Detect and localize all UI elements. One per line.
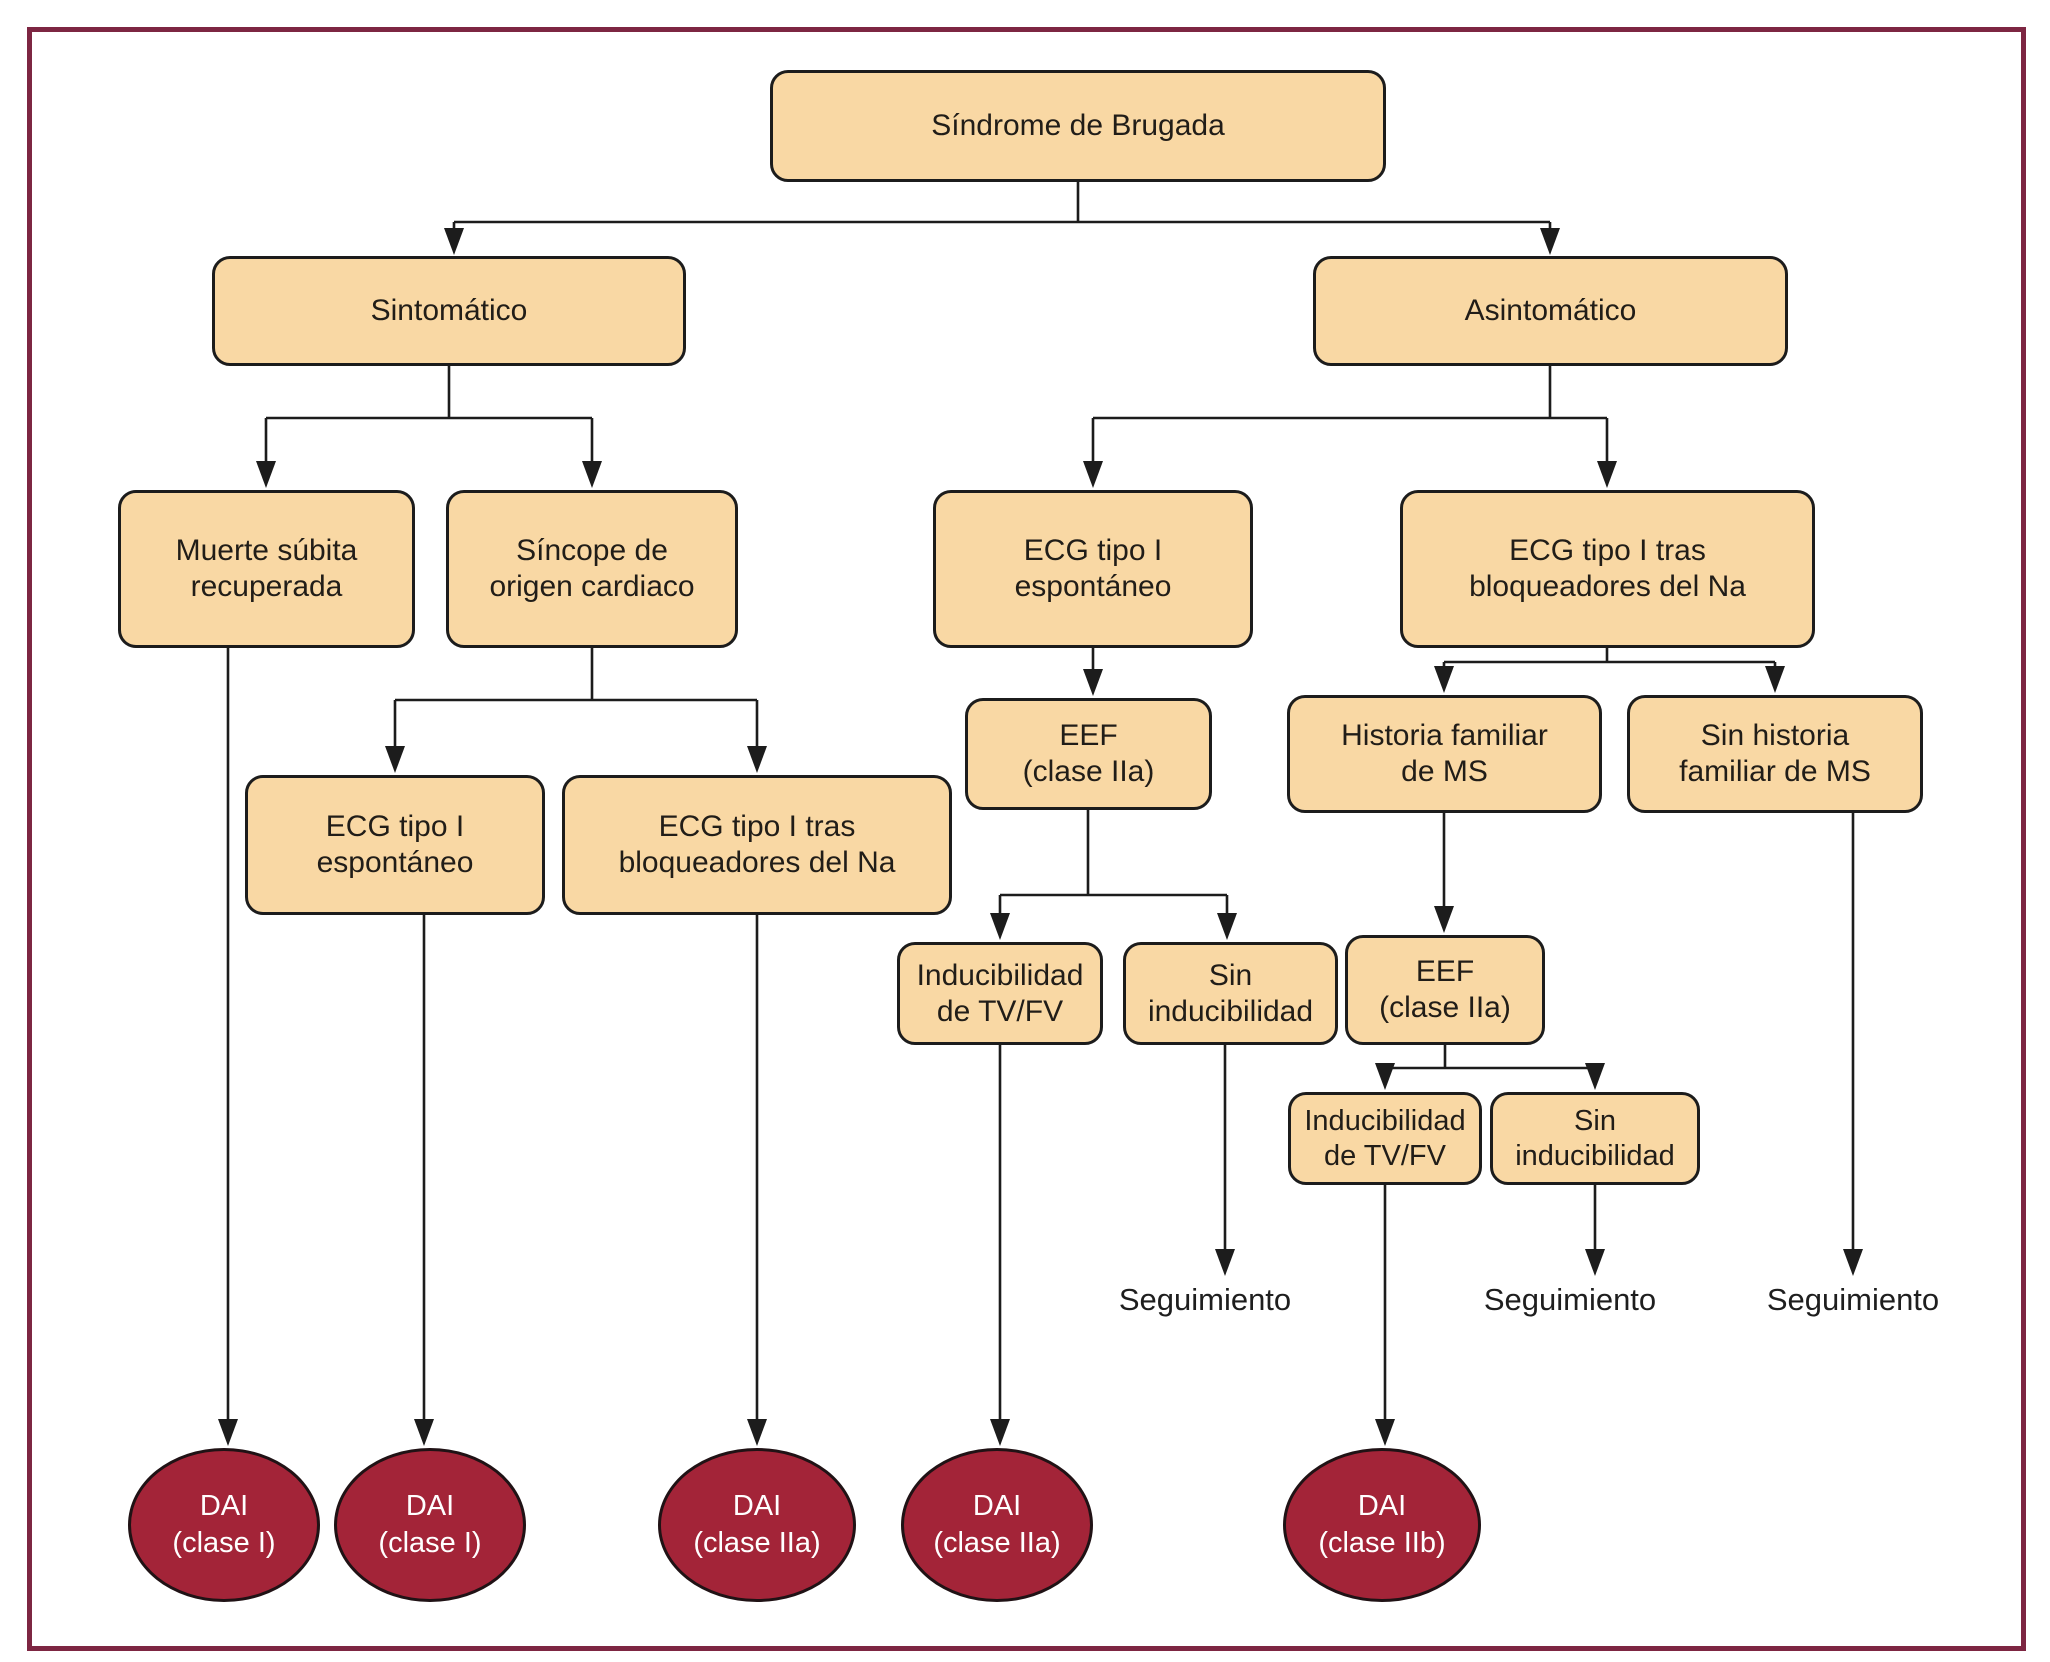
- node-inducibilidad-tv-fv-2: Inducibilidad de TV/FV: [1288, 1092, 1482, 1185]
- edge-ecg1esp-eef1: [1083, 648, 1103, 696]
- node-sincope-origen-cardiaco: Síncope de origen cardiaco: [446, 490, 738, 648]
- label-seguimiento-1: Seguimiento: [1118, 1282, 1292, 1317]
- edge-sin2-seguimiento2: [1585, 1185, 1605, 1276]
- edge-ecg1tras-split: [1434, 648, 1785, 693]
- node-ecg-tipo-i-espontaneo-asintomatico: ECG tipo I espontáneo: [933, 490, 1253, 648]
- node-dai-clase-i-2: DAI (clase I): [334, 1448, 526, 1602]
- node-ecg-tipo-i-tras-bloqueadores-sincope: ECG tipo I tras bloqueadores del Na: [562, 775, 952, 915]
- node-dai-clase-iia-1: DAI (clase IIa): [658, 1448, 856, 1602]
- edge-historia-eef2: [1434, 813, 1454, 933]
- label-seguimiento-3: Seguimiento: [1766, 1282, 1940, 1317]
- edge-ecg2esp-dai2: [414, 915, 434, 1446]
- node-dai-clase-iib: DAI (clase IIb): [1283, 1448, 1481, 1602]
- edge-sinhistoria-seguimiento3: [1843, 813, 1863, 1276]
- edge-ecg2tras-dai3: [747, 915, 767, 1446]
- edge-sincope-split: [385, 648, 767, 773]
- node-asintomatico: Asintomático: [1313, 256, 1788, 366]
- node-ecg-tipo-i-tras-bloqueadores-asintomatico: ECG tipo I tras bloqueadores del Na: [1400, 490, 1815, 648]
- node-dai-clase-iia-2: DAI (clase IIa): [901, 1448, 1093, 1602]
- node-inducibilidad-tv-fv-1: Inducibilidad de TV/FV: [897, 942, 1103, 1045]
- edge-ind1-dai4: [990, 1045, 1010, 1446]
- edge-eef2-split: [1375, 1045, 1605, 1090]
- edge-brugada-split: [444, 182, 1560, 255]
- node-sin-inducibilidad-2: Sin inducibilidad: [1490, 1092, 1700, 1185]
- node-eef-clase-iia-2: EEF (clase IIa): [1345, 935, 1545, 1045]
- node-sin-historia-familiar-de-ms: Sin historia familiar de MS: [1627, 695, 1923, 813]
- edge-ind2-dai5: [1375, 1185, 1395, 1446]
- figure-border-frame: [27, 27, 2026, 1651]
- edge-muerte-dai1: [218, 648, 238, 1446]
- edge-sintomatico-split: [256, 366, 602, 488]
- edge-asintomatico-split: [1083, 366, 1617, 488]
- node-dai-clase-i-1: DAI (clase I): [128, 1448, 320, 1602]
- edge-eef1-split: [990, 810, 1237, 940]
- node-muerte-subita-recuperada: Muerte súbita recuperada: [118, 490, 415, 648]
- node-sintomatico: Sintomático: [212, 256, 686, 366]
- node-ecg-tipo-i-espontaneo-sincope: ECG tipo I espontáneo: [245, 775, 545, 915]
- node-eef-clase-iia-1: EEF (clase IIa): [965, 698, 1212, 810]
- node-sin-inducibilidad-1: Sin inducibilidad: [1123, 942, 1338, 1045]
- node-sindrome-de-brugada: Síndrome de Brugada: [770, 70, 1386, 182]
- label-seguimiento-2: Seguimiento: [1483, 1282, 1657, 1317]
- node-historia-familiar-de-ms: Historia familiar de MS: [1287, 695, 1602, 813]
- edge-sin1-seguimiento1: [1215, 1045, 1235, 1276]
